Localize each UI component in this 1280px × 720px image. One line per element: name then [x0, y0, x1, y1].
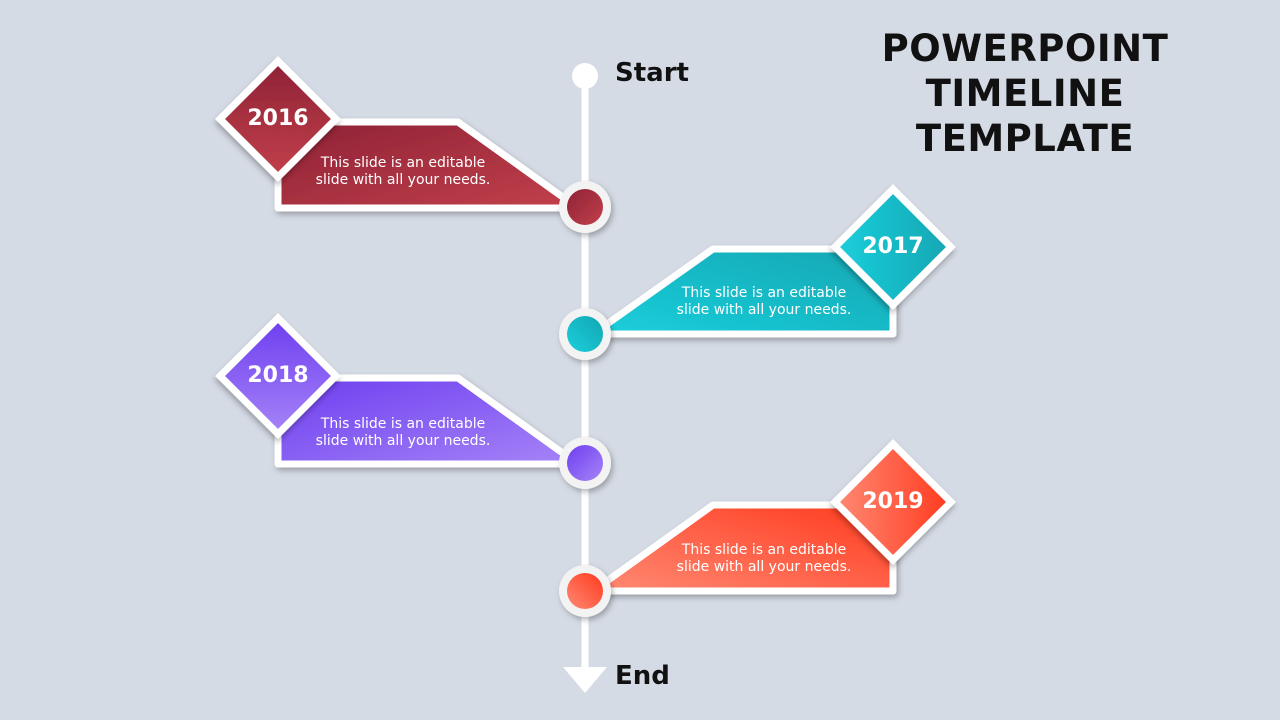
end-label: End [615, 661, 670, 691]
milestone-2018-text-line-2: slide with all your needs. [315, 433, 491, 449]
year-label-2017: 2017 [862, 234, 924, 259]
start-label: Start [615, 58, 689, 88]
slide-title: POWERPOINT TIMELINE TEMPLATE [880, 26, 1170, 161]
milestone-2019-text: This slide is an editable slide with all… [654, 542, 874, 576]
milestone-2019 [559, 439, 956, 617]
milestone-2017-diamond [830, 184, 956, 310]
milestone-2019-diamond [830, 439, 956, 565]
milestone-2016-text: This slide is an editable slide with all… [293, 155, 513, 189]
year-label-2018: 2018 [247, 363, 309, 388]
year-label-2019: 2019 [862, 489, 924, 514]
milestone-2019-text-line-2: slide with all your needs. [676, 559, 852, 575]
milestone-2018 [215, 313, 611, 489]
milestone-2017-text-line-2: slide with all your needs. [676, 302, 852, 318]
milestone-2018-text: This slide is an editable slide with all… [293, 416, 513, 450]
milestone-2017-text: This slide is an editable slide with all… [654, 285, 874, 319]
milestone-2016-node-inner [567, 189, 603, 225]
milestone-2016-diamond [215, 56, 341, 182]
slide-title-line-2: TIMELINE [925, 72, 1125, 115]
milestone-2018-text-line-1: This slide is an editable [320, 416, 486, 432]
slide-title-line-1: POWERPOINT [881, 27, 1169, 70]
milestone-2018-diamond [215, 313, 341, 439]
milestone-2017-text-line-1: This slide is an editable [681, 285, 847, 301]
milestone-2019-node-inner [567, 573, 603, 609]
end-arrow [563, 667, 607, 693]
slide-title-line-3: TEMPLATE [915, 117, 1135, 160]
milestone-2017 [559, 184, 956, 360]
milestone-2016-text-line-1: This slide is an editable [320, 155, 486, 171]
milestone-2019-text-line-1: This slide is an editable [681, 542, 847, 558]
year-label-2016: 2016 [247, 106, 309, 131]
milestone-2018-node-inner [567, 445, 603, 481]
milestone-2016-text-line-2: slide with all your needs. [315, 172, 491, 188]
milestone-2017-node-inner [567, 316, 603, 352]
start-dot [572, 63, 598, 89]
milestone-2016 [215, 56, 611, 233]
